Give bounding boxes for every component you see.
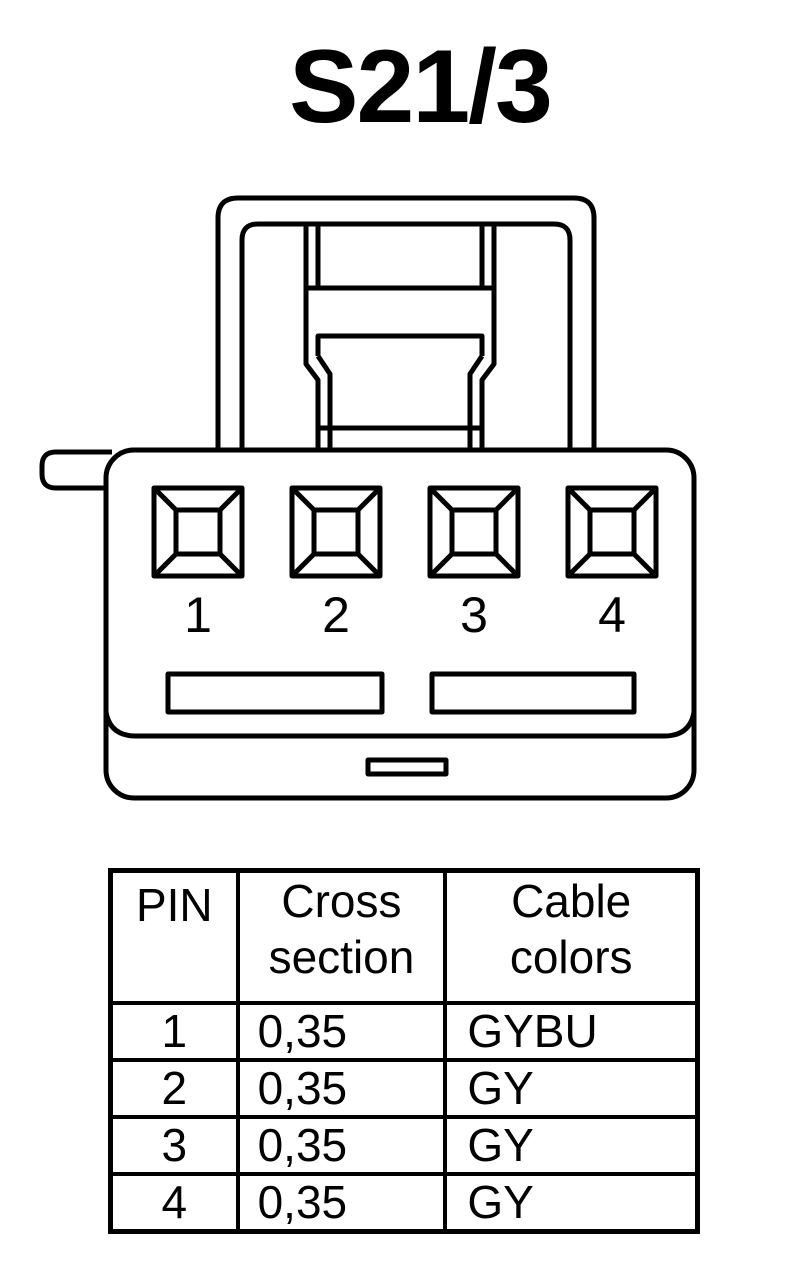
table-row: 2 0,35 GY (108, 1058, 700, 1119)
pin-label-3: 3 (460, 587, 488, 643)
body-divider (103, 711, 697, 739)
cell-cross-section: 0,35 (235, 1172, 448, 1234)
header-cross-section-line-2: section (268, 931, 415, 983)
cell-pin: 4 (108, 1172, 240, 1234)
latch-inner (239, 221, 573, 448)
header-pin: PIN (108, 868, 240, 1005)
table-row: 4 0,35 GY (108, 1172, 700, 1234)
cell-cable-color: GY (443, 1058, 700, 1119)
cell-pin: 3 (108, 1115, 240, 1176)
cell-cable-color: GYBU (443, 1001, 700, 1062)
slot-left (165, 671, 385, 715)
bottom-notch (365, 757, 449, 777)
side-tab (39, 449, 112, 491)
pin-label-1: 1 (184, 587, 212, 643)
connector-drawing: 1 2 3 4 (39, 195, 697, 801)
pin-label-2: 2 (322, 587, 350, 643)
table-row: 1 0,35 GYBU (108, 1001, 700, 1062)
pin-label-4: 4 (598, 587, 626, 643)
latch-outer (215, 195, 597, 448)
pin-table-header: PIN Cross section Cable colors (108, 868, 700, 1005)
connector-body (103, 447, 697, 801)
connector-title: S21/3 (289, 29, 553, 145)
pin-table: PIN Cross section Cable colors 1 0,35 GY… (108, 868, 700, 1234)
pin-socket-1 (151, 485, 245, 579)
cell-cable-color: GY (443, 1115, 700, 1176)
header-cable-colors-line-2: colors (509, 931, 633, 983)
header-cable-colors: Cable colors (443, 868, 700, 1005)
table-row: 3 0,35 GY (108, 1115, 700, 1176)
pin-socket-4 (565, 485, 659, 579)
cell-cross-section: 0,35 (235, 1001, 448, 1062)
pin-socket-3 (427, 485, 521, 579)
cell-cable-color: GY (443, 1172, 700, 1234)
header-cross-section-line-1: Cross (281, 875, 402, 927)
header-cross-section: Cross section (235, 868, 448, 1005)
cell-pin: 1 (108, 1001, 240, 1062)
cell-pin: 2 (108, 1058, 240, 1119)
header-cable-colors-line-1: Cable (511, 875, 632, 927)
latch-tongue (303, 226, 497, 291)
cell-cross-section: 0,35 (235, 1058, 448, 1119)
slot-right (429, 671, 637, 715)
pin-socket-2 (289, 485, 383, 579)
cell-cross-section: 0,35 (235, 1115, 448, 1176)
